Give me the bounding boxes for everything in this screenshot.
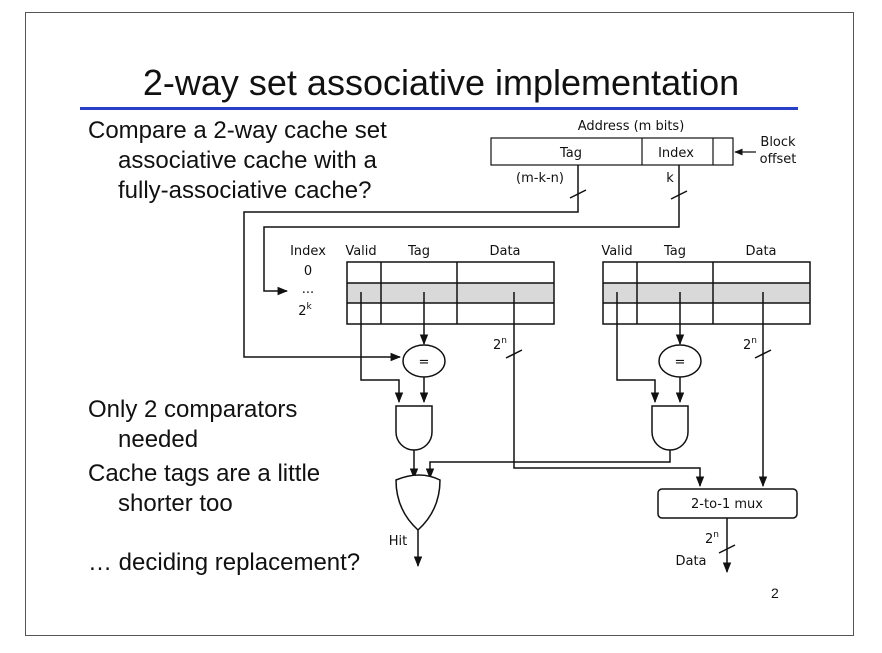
- way2-and-to-or: [425, 450, 671, 480]
- way2-and-gate: [651, 405, 689, 451]
- slide-title: 2-way set associative implementation: [142, 62, 740, 103]
- shorter-tags-note: Cache tags are a little shorter too: [88, 459, 320, 519]
- way1-data-width: 2n: [493, 336, 507, 353]
- mux-output-width-sup: n: [713, 530, 719, 540]
- page-number: 2: [771, 585, 779, 601]
- index-zero: 0: [304, 264, 312, 279]
- mux-output-slash: [718, 544, 736, 554]
- way1-data-slash: [505, 349, 523, 359]
- way2-data-header: Data: [745, 244, 776, 259]
- way1-comparator-symbol: =: [419, 355, 430, 370]
- way1-highlight-row: [347, 283, 554, 303]
- way2-highlight-row: [603, 283, 810, 303]
- way2-data-width-sup: n: [751, 336, 757, 346]
- shorter-line-1: Cache tags are a little: [88, 460, 321, 487]
- way2-data-width-base: 2: [743, 338, 751, 353]
- tag-bus: [243, 165, 579, 362]
- shorter-line-2: shorter too: [118, 490, 233, 517]
- block-offset-label-1: Block: [760, 135, 796, 150]
- tag-bus-slash: [569, 189, 587, 199]
- way1-array: [346, 261, 555, 325]
- mux-output-width: 2n: [705, 530, 719, 547]
- index-last: 2k: [298, 302, 312, 319]
- address-label: Address (m bits): [578, 119, 685, 134]
- way1-valid-header: Valid: [345, 244, 376, 259]
- index-last-base: 2: [298, 304, 306, 319]
- way2-valid-header: Valid: [601, 244, 632, 259]
- address-tag-field: Tag: [559, 146, 582, 161]
- title-underline: [80, 107, 798, 110]
- comparators-line-1: Only 2 comparators: [88, 396, 298, 423]
- way2-comparator-symbol: =: [675, 355, 686, 370]
- index-last-sup: k: [307, 302, 313, 312]
- tag-width-label: (m-k-n): [516, 171, 564, 186]
- way1-data-width-sup: n: [501, 336, 507, 346]
- way2-data-width: 2n: [743, 336, 757, 353]
- way1-tag-header: Tag: [407, 244, 430, 259]
- compare-line-3: fully-associative cache?: [118, 177, 372, 204]
- hit-label: Hit: [389, 534, 407, 549]
- index-bus-slash: [670, 190, 688, 200]
- index-bus: [263, 165, 680, 296]
- compare-question: Compare a 2-way cache set associative ca…: [88, 116, 387, 206]
- block-offset-label-2: offset: [760, 152, 797, 167]
- way1-data-header: Data: [489, 244, 520, 259]
- mux-label: 2-to-1 mux: [691, 497, 763, 512]
- way2-array: [602, 261, 811, 325]
- compare-line-1: Compare a 2-way cache set: [88, 117, 387, 144]
- way1-data-bus: [513, 292, 705, 488]
- way2-tag-header: Tag: [663, 244, 686, 259]
- data-out-label: Data: [675, 554, 706, 569]
- way1-and-gate: [395, 405, 433, 451]
- comparators-line-2: needed: [118, 426, 199, 453]
- address-index-field: Index: [658, 146, 694, 161]
- way1-data-width-base: 2: [493, 338, 501, 353]
- way2-data-slash: [754, 349, 772, 359]
- comparators-note: Only 2 comparators needed: [88, 395, 297, 455]
- index-dots: ...: [302, 282, 314, 297]
- address-register: [490, 137, 734, 166]
- way2-valid-to-and: [616, 292, 660, 404]
- deciding-replacement: … deciding replacement?: [88, 549, 361, 576]
- way1-valid-to-and: [360, 292, 404, 404]
- compare-line-2: associative cache with a: [118, 147, 377, 174]
- mux-output-width-base: 2: [705, 532, 713, 547]
- index-width-label: k: [666, 171, 674, 186]
- hit-or-gate: [395, 474, 441, 532]
- index-header: Index: [290, 244, 326, 259]
